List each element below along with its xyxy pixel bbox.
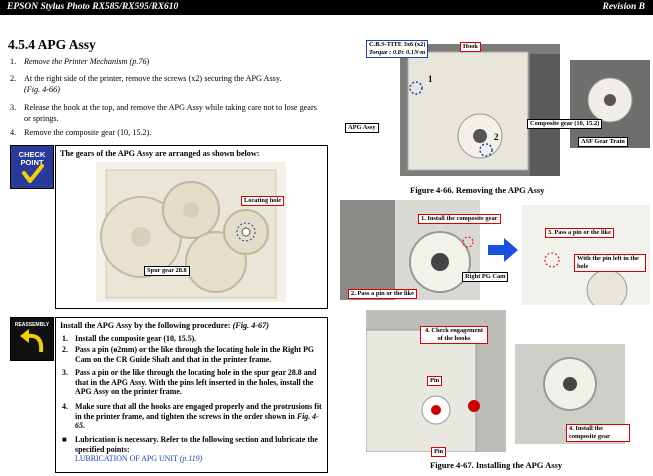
apg-assy-label: APG Assy [345, 123, 379, 133]
pin-label-2: Pin [431, 447, 447, 457]
pin-left-label: With the pin left in the hole [574, 254, 646, 272]
header-revision: Revision B [602, 2, 646, 12]
pin-label-1: Pin [427, 376, 443, 386]
spur-gear-label: Spur gear 28.8 [144, 266, 190, 276]
check-point-box: The gears of the APG Assy are arranged a… [55, 145, 328, 309]
fig67-caption: Figure 4-67. Installing the APG Assy [430, 460, 563, 470]
check-point-icon: CHECK POINT [10, 145, 54, 189]
check-hooks-label: 4. Check engagement of the hooks [420, 326, 488, 344]
reassembly-icon: REASSEMBLY [10, 317, 54, 361]
header-title: EPSON Stylus Photo RX585/RX595/RX610 [7, 2, 179, 12]
check-point-title: The gears of the APG Assy are arranged a… [60, 149, 260, 158]
reassembly-box: Install the APG Assy by the following pr… [55, 317, 328, 473]
step-2: 2. At the right side of the printer, rem… [10, 74, 282, 94]
header-bar: EPSON Stylus Photo RX585/RX595/RX610 Rev… [0, 0, 653, 15]
install-composite-label: 1. Install the composite gear [418, 214, 501, 224]
step-3: 3. Release the hook at the top, and remo… [10, 103, 317, 123]
screw-number-1: 1 [428, 74, 433, 84]
reassembly-title: Install the APG Assy by the following pr… [60, 321, 269, 330]
hook-label: Hook [460, 42, 481, 52]
lubrication-link[interactable]: LUBRICATION OF APG UNIT [75, 454, 178, 464]
screw-spec-label: C.B.S-TITE 3x6 (x2) Torque : 0.8± 0.1N·m [366, 40, 429, 58]
right-pg-cam-label: Right PG Cam [462, 272, 509, 282]
pass-pin-label-2: 2. Pass a pin or the like [348, 289, 417, 299]
step-2-ref[interactable]: (Fig. 4-66) [24, 84, 60, 94]
composite-gear-label: Composite gear (10, 15.2) [527, 119, 603, 129]
step-1-link[interactable]: Remove the Printer Mechanism (p.76) [24, 57, 150, 66]
fig66-photo-asf [570, 60, 650, 148]
fig66-photo-main [400, 44, 560, 176]
section-title: 4.5.4 APG Assy [8, 37, 96, 52]
asf-gear-train-label: ASF Gear Train [578, 137, 628, 147]
screw-number-2: 2 [494, 132, 499, 142]
fig-ref-link[interactable]: Fig. 4-65 [75, 411, 319, 431]
install-composite-label-2: 4. Install the composite gear [566, 424, 630, 442]
fig66-caption: Figure 4-66. Removing the APG Assy [410, 185, 545, 195]
arrow-right-icon [488, 238, 518, 262]
locating-hole-label: Locating hole [241, 196, 285, 206]
gear-arrangement-photo [96, 162, 286, 302]
pass-pin-label-3: 3. Pass a pin or the like [545, 228, 614, 238]
